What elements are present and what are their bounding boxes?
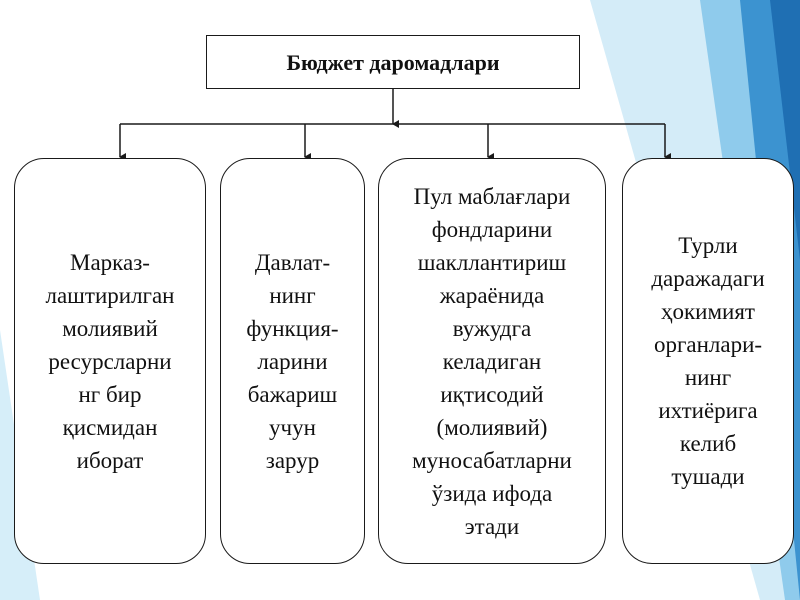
root-node-label: Бюджет даромадлари [286, 49, 500, 75]
child-node-state-functions: Давлат- нинг функция- ларини бажариш учу… [220, 158, 365, 564]
root-node-budget-revenues: Бюджет даромадлари [206, 35, 580, 89]
child-node-label-3: Пул маблағлари фондларини шакллантириш ж… [412, 183, 572, 539]
child-node-label-1: Марказ- лаштирилган молиявий ресурсларни… [45, 249, 175, 473]
child-node-label-4: Турли даражадаги ҳокимият органлари- нин… [651, 233, 765, 489]
child-node-economic-relations: Пул маблағлари фондларини шакллантириш ж… [378, 158, 606, 564]
child-node-authority-levels: Турли даражадаги ҳокимият органлари- нин… [622, 158, 794, 564]
child-node-centralized-resources: Марказ- лаштирилган молиявий ресурсларни… [14, 158, 206, 564]
child-node-label-2: Давлат- нинг функция- ларини бажариш учу… [246, 249, 339, 473]
